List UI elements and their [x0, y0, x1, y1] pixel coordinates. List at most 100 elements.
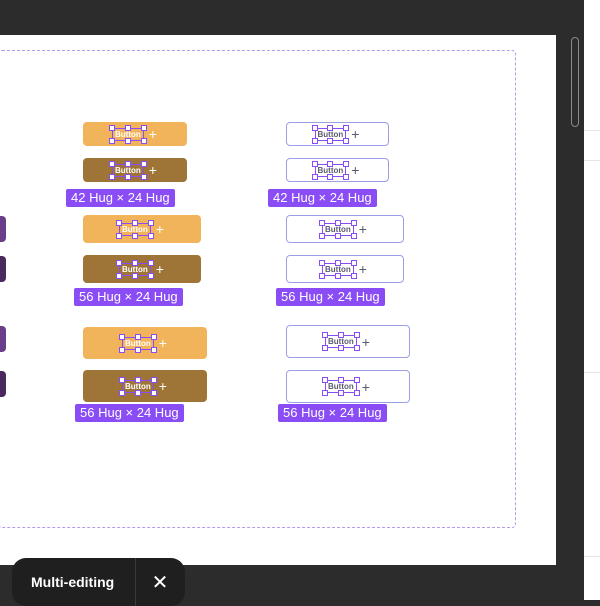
- close-icon[interactable]: ✕: [151, 571, 169, 594]
- scrollbar-thumb[interactable]: [571, 37, 579, 127]
- button-label: Button: [109, 160, 147, 180]
- selection-handle[interactable]: [134, 389, 141, 396]
- selection-handle[interactable]: [311, 160, 318, 167]
- selection-handle[interactable]: [343, 173, 350, 180]
- selection-handle[interactable]: [343, 137, 350, 144]
- selection-handle[interactable]: [353, 345, 360, 351]
- button-outline-small[interactable]: Button +: [286, 122, 389, 146]
- selection-handle[interactable]: [119, 389, 126, 396]
- selection-handle[interactable]: [311, 137, 318, 144]
- selection-handle[interactable]: [140, 124, 147, 131]
- selection-handle[interactable]: [327, 124, 334, 131]
- selection-handle[interactable]: [147, 232, 154, 239]
- vertical-scrollbar[interactable]: [569, 35, 581, 565]
- selection-handle[interactable]: [319, 259, 326, 266]
- selection-handle[interactable]: [150, 376, 157, 383]
- selection-handle[interactable]: [353, 332, 360, 338]
- button-primary-dark-small[interactable]: Button +: [83, 158, 187, 182]
- selection-handle[interactable]: [116, 219, 123, 226]
- selection-handle[interactable]: [116, 232, 123, 239]
- button-primary-dark-large[interactable]: Button +: [83, 370, 207, 402]
- selection-handle[interactable]: [124, 124, 131, 131]
- selection-handle[interactable]: [116, 259, 123, 266]
- selection-handle[interactable]: [319, 219, 326, 226]
- selection-handle[interactable]: [327, 137, 334, 144]
- selection-handle[interactable]: [134, 333, 141, 340]
- selection-handle[interactable]: [343, 124, 350, 131]
- button-outline-medium[interactable]: Button +: [286, 255, 404, 283]
- selection-handle[interactable]: [150, 346, 157, 353]
- selection-handle[interactable]: [109, 124, 116, 131]
- selection-handle[interactable]: [124, 137, 131, 144]
- selection-handle[interactable]: [147, 219, 154, 226]
- selection-handle[interactable]: [334, 219, 341, 226]
- selection-handle[interactable]: [327, 173, 334, 180]
- properties-panel: [584, 0, 600, 600]
- selection-handle[interactable]: [334, 272, 341, 279]
- selection-handle[interactable]: [337, 332, 344, 338]
- selection-handle[interactable]: [322, 390, 329, 396]
- partial-button[interactable]: [0, 256, 6, 282]
- selection-handle[interactable]: [322, 345, 329, 351]
- selection-handle[interactable]: [124, 173, 131, 180]
- selection-handle[interactable]: [140, 160, 147, 167]
- selection-handle[interactable]: [109, 160, 116, 167]
- selection-handle[interactable]: [109, 137, 116, 144]
- selection-handle[interactable]: [131, 259, 138, 266]
- selection-handle[interactable]: [131, 272, 138, 279]
- selection-handle[interactable]: [334, 232, 341, 239]
- design-canvas[interactable]: Button + Button + 42 Hug × 24 Hug Button…: [0, 35, 556, 565]
- plus-icon: +: [158, 378, 167, 394]
- button-primary-light-medium[interactable]: Button +: [83, 215, 201, 243]
- frame-selection-outline: [0, 50, 516, 528]
- selection-handle[interactable]: [311, 124, 318, 131]
- button-outline-medium[interactable]: Button +: [286, 215, 404, 243]
- selection-handle[interactable]: [337, 377, 344, 383]
- selection-handle[interactable]: [353, 377, 360, 383]
- selection-handle[interactable]: [319, 232, 326, 239]
- selection-handle[interactable]: [343, 160, 350, 167]
- selection-handle[interactable]: [350, 219, 357, 226]
- selection-handle[interactable]: [119, 346, 126, 353]
- plus-icon: +: [148, 126, 157, 142]
- selection-handle[interactable]: [350, 232, 357, 239]
- selection-handle[interactable]: [134, 376, 141, 383]
- selection-handle[interactable]: [140, 137, 147, 144]
- selection-handle[interactable]: [150, 389, 157, 396]
- selection-handle[interactable]: [131, 232, 138, 239]
- selection-handle[interactable]: [147, 259, 154, 266]
- selection-handle[interactable]: [322, 377, 329, 383]
- selection-handle[interactable]: [134, 346, 141, 353]
- selection-handle[interactable]: [124, 160, 131, 167]
- selection-handle[interactable]: [334, 259, 341, 266]
- selection-handle[interactable]: [119, 333, 126, 340]
- selection-handle[interactable]: [322, 332, 329, 338]
- button-primary-light-small[interactable]: Button +: [83, 122, 187, 146]
- partial-button[interactable]: [0, 371, 6, 397]
- selection-handle[interactable]: [119, 376, 126, 383]
- selection-handle[interactable]: [109, 173, 116, 180]
- button-outline-large[interactable]: Button +: [286, 370, 410, 403]
- selection-handle[interactable]: [116, 272, 123, 279]
- button-primary-dark-medium[interactable]: Button +: [83, 255, 201, 283]
- selection-handle[interactable]: [327, 160, 334, 167]
- selection-handle[interactable]: [337, 345, 344, 351]
- selection-handle[interactable]: [150, 333, 157, 340]
- selection-handle[interactable]: [337, 390, 344, 396]
- size-badge: 56 Hug × 24 Hug: [75, 404, 184, 422]
- selection-handle[interactable]: [350, 272, 357, 279]
- plus-icon: +: [158, 335, 167, 351]
- selection-handle[interactable]: [311, 173, 318, 180]
- button-outline-large[interactable]: Button +: [286, 325, 410, 358]
- selection-handle[interactable]: [353, 390, 360, 396]
- selection-handle[interactable]: [319, 272, 326, 279]
- selection-handle[interactable]: [131, 219, 138, 226]
- selection-handle[interactable]: [350, 259, 357, 266]
- partial-button[interactable]: [0, 326, 6, 352]
- button-outline-small[interactable]: Button +: [286, 158, 389, 182]
- button-label: Button: [322, 377, 360, 396]
- selection-handle[interactable]: [147, 272, 154, 279]
- partial-button[interactable]: [0, 216, 6, 242]
- button-primary-light-large[interactable]: Button +: [83, 327, 207, 359]
- selection-handle[interactable]: [140, 173, 147, 180]
